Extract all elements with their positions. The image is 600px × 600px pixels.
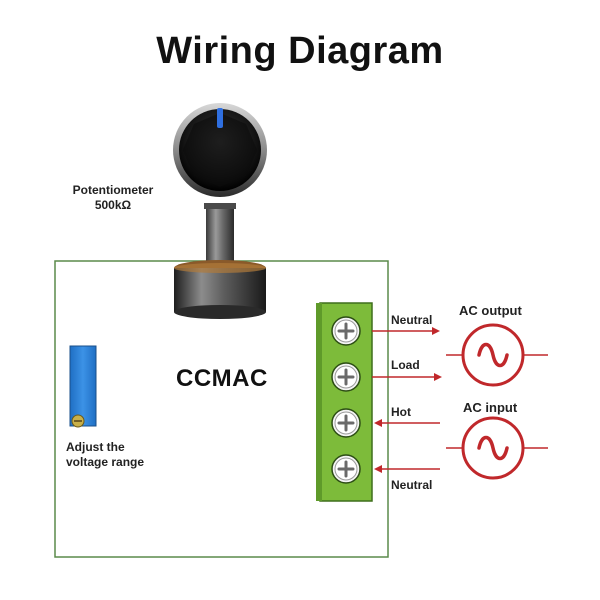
ac-input-label: AC input bbox=[463, 400, 518, 415]
trimmer-potentiometer[interactable] bbox=[69, 345, 97, 428]
ac-input-source bbox=[446, 416, 548, 480]
potentiometer-label: Potentiometer 500kΩ bbox=[58, 183, 168, 213]
terminal-label-neutral-out: Neutral bbox=[391, 313, 433, 327]
diagram-title: Wiring Diagram bbox=[156, 30, 444, 72]
terminal-label-neutral-in: Neutral bbox=[391, 478, 433, 492]
potentiometer-body bbox=[174, 260, 266, 319]
potentiometer-knob[interactable] bbox=[173, 103, 267, 197]
ac-output-label: AC output bbox=[459, 303, 522, 318]
sine-wave-icon bbox=[477, 342, 509, 368]
knob-indicator bbox=[217, 108, 223, 128]
sine-wave-icon bbox=[477, 435, 509, 461]
terminal-label-load: Load bbox=[391, 358, 420, 372]
trimmer-label-line1: Adjust the bbox=[66, 440, 125, 454]
trimmer-label-line2: voltage range bbox=[66, 455, 145, 469]
terminal-screw-icon[interactable] bbox=[331, 408, 361, 438]
ac-output-source bbox=[446, 323, 548, 387]
trimmer-label: Adjust the voltage range bbox=[66, 440, 176, 470]
terminal-screw-icon[interactable] bbox=[331, 316, 361, 346]
potentiometer-label-value: 500kΩ bbox=[94, 198, 132, 212]
terminal-screw-icon[interactable] bbox=[331, 454, 361, 484]
potentiometer-shaft bbox=[206, 205, 234, 265]
terminal-screw-icon[interactable] bbox=[331, 362, 361, 392]
terminal-label-hot: Hot bbox=[391, 405, 411, 419]
potentiometer-label-name: Potentiometer bbox=[72, 183, 154, 197]
module-name: CCMAC bbox=[176, 365, 268, 392]
